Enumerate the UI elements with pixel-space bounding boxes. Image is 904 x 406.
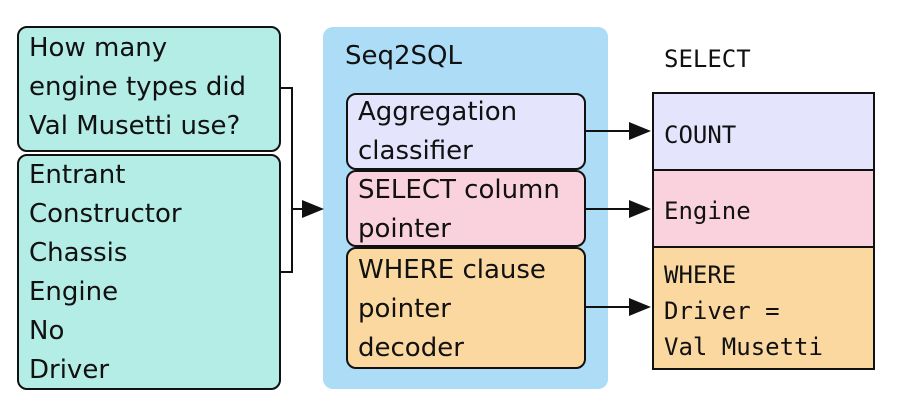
sql-where-line-3: Val Musetti bbox=[664, 333, 823, 361]
where-arrow-line bbox=[586, 306, 630, 308]
aggregation-line-1: Aggregation bbox=[358, 97, 518, 127]
seq2sql-title: Seq2SQL bbox=[345, 41, 462, 71]
input-arrow-line bbox=[291, 208, 303, 210]
aggregation-line-2: classifier bbox=[358, 136, 473, 166]
column-driver: Driver bbox=[29, 355, 110, 385]
sql-count: COUNT bbox=[664, 121, 737, 149]
select-pointer-line-2: pointer bbox=[358, 214, 451, 244]
column-engine: Engine bbox=[29, 277, 119, 307]
columns-box bbox=[17, 154, 281, 390]
question-line-2: engine types did bbox=[29, 72, 247, 102]
bracket-vertical bbox=[291, 87, 293, 273]
select-pointer-line-1: SELECT column bbox=[358, 175, 560, 205]
sql-where-line-1: WHERE bbox=[664, 261, 737, 289]
sql-count-box bbox=[652, 92, 875, 171]
bracket-bottom bbox=[281, 271, 293, 273]
aggregation-arrow-head bbox=[629, 122, 651, 140]
where-clause-decoder-box bbox=[346, 247, 586, 369]
column-entrant: Entrant bbox=[29, 160, 126, 190]
select-column-pointer-box bbox=[346, 170, 586, 247]
where-decoder-line-1: WHERE clause bbox=[358, 255, 546, 285]
input-arrow-head bbox=[302, 200, 324, 218]
bracket-top bbox=[281, 87, 293, 89]
question-line-3: Val Musetti use? bbox=[29, 111, 241, 141]
where-arrow-head bbox=[629, 298, 651, 316]
column-constructor: Constructor bbox=[29, 199, 182, 229]
sql-select-keyword: SELECT bbox=[664, 45, 751, 73]
question-box bbox=[17, 26, 281, 152]
select-arrow-head bbox=[629, 200, 651, 218]
where-decoder-line-3: decoder bbox=[358, 333, 464, 363]
aggregation-arrow-line bbox=[586, 130, 630, 132]
where-decoder-line-2: pointer bbox=[358, 294, 451, 324]
question-line-1: How many bbox=[29, 33, 168, 63]
sql-where-line-2: Driver = bbox=[664, 297, 780, 325]
select-arrow-line bbox=[586, 208, 630, 210]
column-chassis: Chassis bbox=[29, 238, 128, 268]
sql-where-box bbox=[652, 246, 875, 370]
column-no: No bbox=[29, 316, 65, 346]
sql-column: Engine bbox=[664, 197, 751, 225]
aggregation-classifier-box bbox=[346, 93, 586, 170]
